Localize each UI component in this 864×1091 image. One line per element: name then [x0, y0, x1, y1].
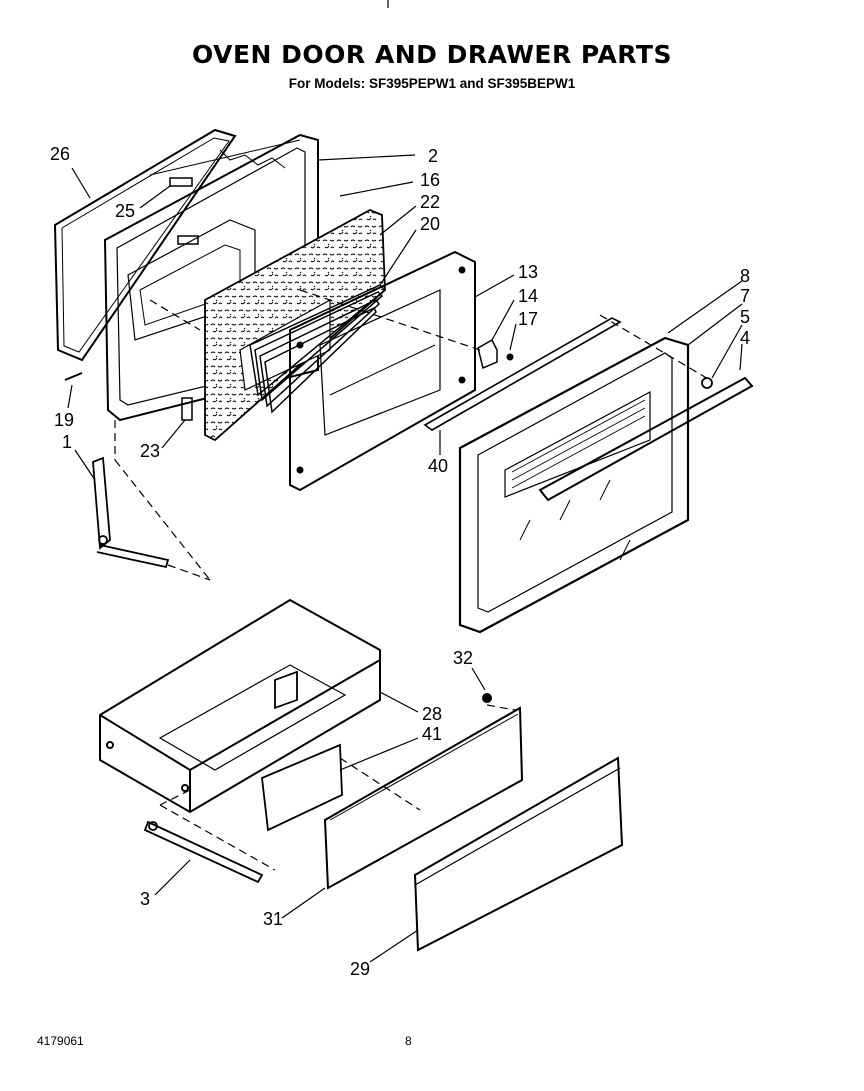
callout-23: 23 — [140, 441, 160, 461]
callout-17: 17 — [518, 309, 538, 329]
callout-31: 31 — [263, 909, 283, 929]
callout-7: 7 — [740, 286, 750, 306]
part-3-drawer-glide — [143, 820, 264, 884]
alignment-lines-door — [114, 289, 711, 581]
callout-5: 5 — [740, 307, 750, 327]
part-1-door-hinge — [92, 456, 170, 569]
callout-1: 1 — [62, 432, 72, 452]
page-title: OVEN DOOR AND DRAWER PARTS — [192, 40, 672, 69]
part-5-handle-end-cap — [701, 377, 713, 389]
callout-20: 20 — [420, 214, 440, 234]
callout-2: 2 — [428, 146, 438, 166]
callout-13: 13 — [518, 262, 538, 282]
part-4-door-handle — [538, 376, 754, 502]
part-28-storage-drawer — [99, 598, 381, 814]
part-40-vent-strip — [423, 317, 622, 431]
part-41-drawer-vent — [261, 670, 343, 832]
leader-lines — [67, 154, 743, 963]
page-subtitle: For Models: SF395PEPW1 and SF395BEPW1 — [288, 76, 576, 91]
callout-16: 16 — [420, 170, 440, 190]
callout-19: 19 — [54, 410, 74, 430]
callout-8: 8 — [740, 266, 750, 286]
callout-32: 32 — [453, 648, 473, 668]
callout-26: 26 — [50, 144, 70, 164]
page-number: 8 — [405, 1034, 412, 1048]
part-25-door-latch-clip — [169, 177, 199, 245]
document-number: 4179061 — [37, 1034, 84, 1048]
callout-4: 4 — [740, 328, 750, 348]
alignment-lines-drawer — [159, 704, 516, 871]
part-17-screw — [506, 353, 514, 361]
callout-22: 22 — [420, 192, 440, 212]
part-20-window-glass-pack — [249, 284, 387, 414]
part-29-drawer-front-panel — [413, 756, 624, 952]
part-26-outer-glass — [53, 128, 237, 362]
part-7-outer-door-panel — [458, 336, 690, 634]
callout-25: 25 — [115, 201, 135, 221]
part-32-screw — [482, 693, 492, 703]
callout-labels: 26 25 2 16 22 20 13 14 17 8 7 5 4 19 1 2… — [50, 144, 750, 979]
part-2-inner-door-liner — [103, 133, 319, 422]
part-31-drawer-front-inner — [323, 706, 524, 890]
callout-41: 41 — [422, 724, 442, 744]
part-19-screw — [64, 372, 83, 381]
part-14-hinge-bracket — [477, 338, 498, 370]
callout-14: 14 — [518, 286, 538, 306]
part-13-door-inner-panel — [289, 250, 476, 492]
callout-3: 3 — [140, 889, 150, 909]
callout-28: 28 — [422, 704, 442, 724]
callout-40: 40 — [428, 456, 448, 476]
part-23-hinge-receptacle — [181, 397, 193, 421]
callout-29: 29 — [350, 959, 370, 979]
